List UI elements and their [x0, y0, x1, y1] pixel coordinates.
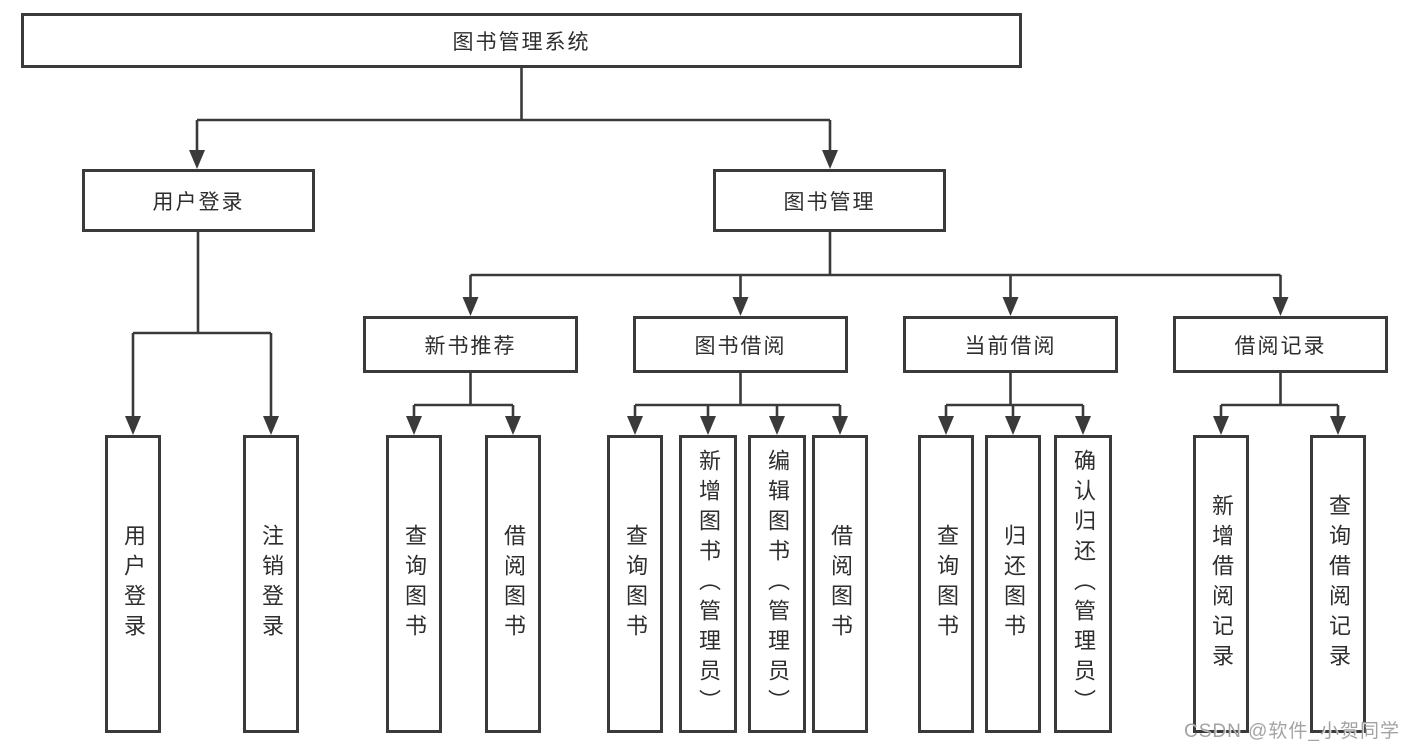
- leaf-confirm-return-admin: 确认归还（管理员）: [1054, 435, 1112, 733]
- arrowhead-icons: [125, 150, 1346, 435]
- leaf-logout: 注销登录: [243, 435, 299, 733]
- leaf-query-books-recommend: 查询图书: [386, 435, 442, 733]
- leaf-user-login: 用户登录: [105, 435, 161, 733]
- leaf-query-books-borrowing: 查询图书: [607, 435, 663, 733]
- node-current-borrowing: 当前借阅: [903, 316, 1118, 373]
- leaf-query-books-current: 查询图书: [918, 435, 974, 733]
- node-book-management: 图书管理: [713, 169, 946, 232]
- leaf-add-books-admin: 新增图书（管理员）: [679, 435, 737, 733]
- leaf-query-borrow-record: 查询借阅记录: [1310, 435, 1366, 733]
- node-new-book-recommend: 新书推荐: [363, 316, 578, 373]
- leaf-borrow-books-recommend: 借阅图书: [485, 435, 541, 733]
- leaf-add-borrow-record: 新增借阅记录: [1193, 435, 1249, 733]
- node-book-borrowing: 图书借阅: [633, 316, 848, 373]
- csdn-watermark: CSDN @软件_小贺同学: [1184, 721, 1400, 742]
- leaf-return-books: 归还图书: [985, 435, 1041, 733]
- leaf-edit-books-admin: 编辑图书（管理员）: [748, 435, 806, 733]
- leaf-borrow-books: 借阅图书: [812, 435, 868, 733]
- node-root-system: 图书管理系统: [21, 13, 1022, 68]
- node-borrow-records: 借阅记录: [1173, 316, 1388, 373]
- node-user-login: 用户登录: [82, 169, 315, 232]
